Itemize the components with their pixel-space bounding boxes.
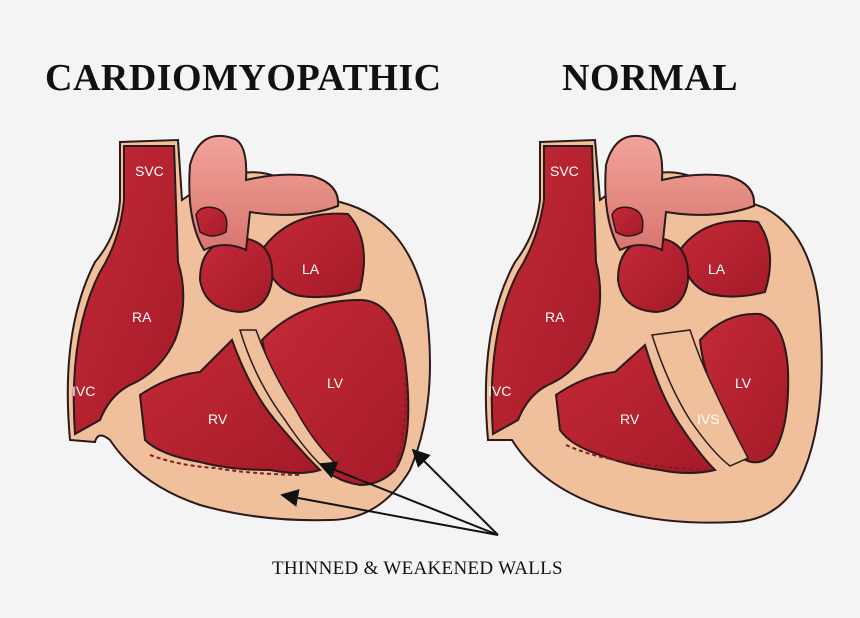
right-ventricle-chamber — [554, 343, 717, 474]
lv-wall-texture — [394, 359, 407, 471]
caption-thinned-walls: THINNED & WEAKENED WALLS — [272, 558, 563, 579]
cardiomyopathic-heart: SVC RA IVC RV LA LV — [66, 134, 431, 522]
label-ra: RA — [132, 309, 152, 325]
rv-wall-texture — [565, 444, 709, 471]
arrow-rv-wall — [280, 489, 499, 536]
label-svc: SVC — [135, 163, 164, 179]
aortic-root — [195, 206, 228, 237]
label-svc: SVC — [550, 163, 579, 179]
label-ivc: IVC — [72, 383, 95, 399]
label-la: LA — [708, 261, 726, 277]
right-ventricle-chamber — [138, 338, 322, 474]
label-ra: RA — [545, 309, 565, 325]
left-atrium-chamber — [678, 219, 772, 298]
label-lv: LV — [327, 375, 344, 391]
right-atrium-chamber — [72, 145, 185, 436]
label-la: LA — [302, 261, 320, 277]
label-ivc: IVC — [488, 383, 511, 399]
pulmonary-artery — [616, 236, 690, 314]
label-rv: RV — [208, 411, 228, 427]
aortic-root — [611, 206, 644, 237]
interventricular-septum — [651, 329, 750, 467]
label-ivs: IVS — [697, 411, 720, 427]
left-atrium-chamber — [260, 212, 365, 299]
wall-arrows — [280, 448, 499, 536]
label-rv: RV — [620, 411, 640, 427]
arrow-septum — [318, 461, 499, 536]
cardiomyopathic-title: CARDIOMYOPATHIC — [45, 57, 442, 99]
normal-title: NORMAL — [562, 57, 739, 99]
normal-heart: SVC RA IVC RV LA LV IVS — [484, 134, 823, 524]
arrow-lv-wall — [411, 448, 499, 536]
label-lv: LV — [735, 375, 752, 391]
rv-wall-texture — [149, 454, 301, 476]
right-atrium-chamber — [490, 145, 602, 436]
pulmonary-artery — [198, 236, 274, 314]
